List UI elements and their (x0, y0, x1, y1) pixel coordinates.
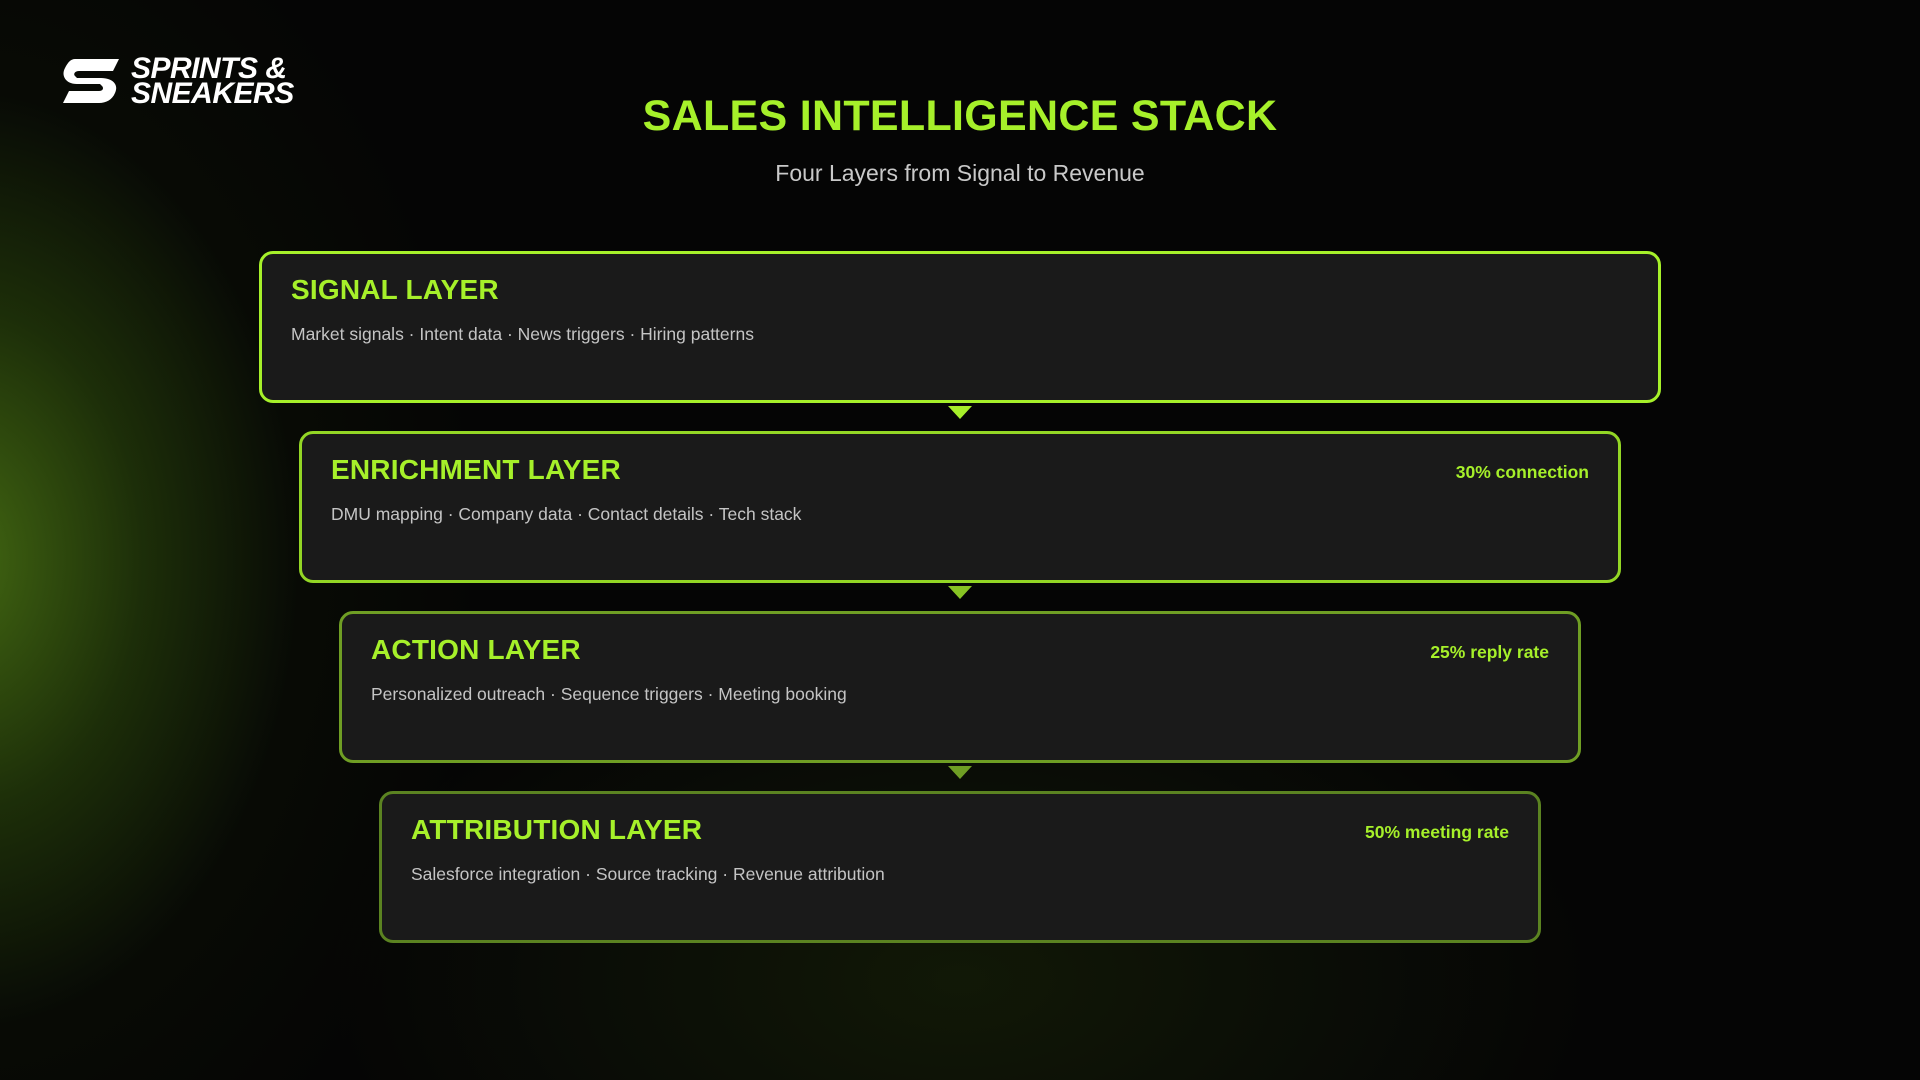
logo-line-2: SNEAKERS (131, 77, 294, 110)
brand-logo: SPRINTS & SNEAKERS (61, 52, 294, 110)
layer-metric: 50% meeting rate (1365, 822, 1509, 842)
layer-description: Market signals · Intent data · News trig… (291, 324, 754, 344)
action-layer-card: ACTION LAYER Personalized outreach · Seq… (339, 611, 1581, 763)
layer-description: Personalized outreach · Sequence trigger… (371, 684, 847, 704)
arrow-down-icon (948, 586, 972, 599)
layer-title: ACTION LAYER (371, 634, 581, 665)
enrichment-layer-card: ENRICHMENT LAYER DMU mapping · Company d… (299, 431, 1621, 583)
layer-description: Salesforce integration · Source tracking… (411, 864, 885, 884)
layer-metric: 30% connection (1455, 462, 1589, 482)
layer-title: ENRICHMENT LAYER (331, 454, 621, 485)
page-title: SALES INTELLIGENCE STACK (642, 92, 1278, 140)
signal-layer-card: SIGNAL LAYER Market signals · Intent dat… (259, 251, 1661, 403)
page-subtitle: Four Layers from Signal to Revenue (775, 160, 1145, 186)
layer-title: ATTRIBUTION LAYER (411, 814, 703, 845)
layer-metric: 25% reply rate (1430, 642, 1549, 662)
arrow-down-icon (948, 406, 972, 419)
attribution-layer-card: ATTRIBUTION LAYER Salesforce integration… (379, 791, 1541, 943)
sprints-sneakers-logo-icon (63, 59, 119, 103)
layer-description: DMU mapping · Company data · Contact det… (331, 504, 802, 524)
logo-wordmark: SPRINTS & SNEAKERS (131, 52, 294, 110)
logo-line-1: SPRINTS & (131, 52, 287, 85)
layer-title: SIGNAL LAYER (291, 274, 499, 305)
arrow-down-icon (948, 766, 972, 779)
